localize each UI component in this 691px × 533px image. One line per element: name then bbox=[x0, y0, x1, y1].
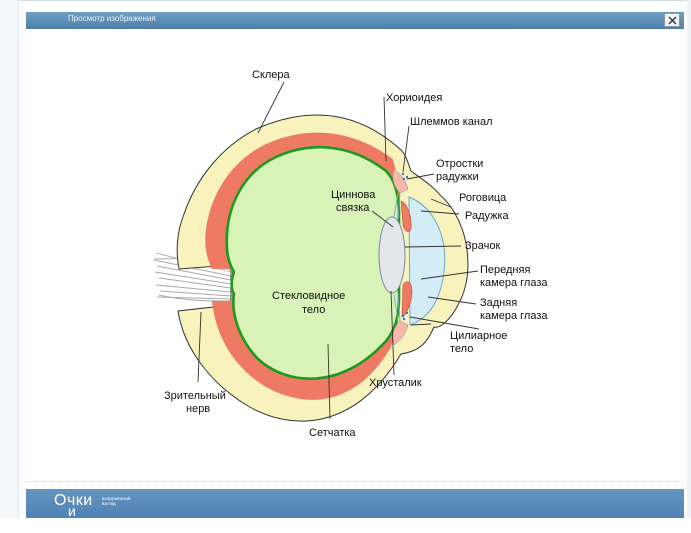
label-optic-nerve-1: Зрительный bbox=[164, 390, 226, 402]
label-ciliary-body-2: тело bbox=[450, 343, 473, 355]
label-zonule-1: Циннова bbox=[331, 189, 376, 201]
label-iris: Радужка bbox=[465, 210, 510, 222]
label-posterior-chamber-2: камера глаза bbox=[480, 310, 548, 322]
left-margin bbox=[0, 0, 19, 518]
right-scrollbar-track[interactable] bbox=[687, 0, 691, 518]
image-area: Склера Хориоидея Шлеммов канал Отростки … bbox=[26, 29, 684, 481]
close-icon bbox=[668, 16, 677, 25]
site-logo[interactable]: Очки вооружённый взгляд и линзы bbox=[54, 492, 93, 510]
image-viewer-window: Просмотр изображения bbox=[0, 0, 691, 518]
label-choroid: Хориоидея bbox=[386, 92, 442, 104]
footer-bar: Очки вооружённый взгляд и линзы bbox=[26, 489, 684, 518]
label-anterior-chamber-1: Передняя bbox=[480, 264, 530, 276]
label-iris-processes-2: радужки bbox=[436, 171, 479, 183]
titlebar: Просмотр изображения bbox=[26, 12, 684, 29]
window-title: Просмотр изображения bbox=[68, 14, 156, 23]
label-anterior-chamber-2: камера глаза bbox=[480, 277, 548, 289]
label-schlemm-canal: Шлеммов канал bbox=[410, 116, 493, 128]
eye-anatomy-diagram: Склера Хориоидея Шлеммов канал Отростки … bbox=[26, 29, 684, 481]
vitreous-body bbox=[227, 147, 399, 378]
label-ciliary-body-1: Цилиарное bbox=[450, 330, 507, 342]
logo-text-second: и линзы bbox=[68, 504, 108, 532]
label-sclera: Склера bbox=[252, 69, 291, 81]
label-retina: Сетчатка bbox=[309, 427, 356, 439]
lens-shape bbox=[379, 217, 405, 293]
top-border bbox=[0, 0, 691, 1]
label-iris-processes-1: Отростки bbox=[436, 158, 483, 170]
label-optic-nerve-2: нерв bbox=[186, 403, 210, 415]
label-lens: Хрусталик bbox=[369, 377, 422, 389]
footer-separator bbox=[26, 481, 684, 482]
label-pupil: Зрачок bbox=[465, 240, 500, 252]
label-zonule-2: связка bbox=[336, 202, 370, 214]
label-posterior-chamber-1: Задняя bbox=[480, 297, 517, 309]
close-button[interactable] bbox=[664, 13, 680, 27]
label-vitreous-2: тело bbox=[302, 304, 325, 316]
label-cornea: Роговица bbox=[459, 192, 507, 204]
label-vitreous-1: Стекловидное bbox=[272, 290, 345, 302]
